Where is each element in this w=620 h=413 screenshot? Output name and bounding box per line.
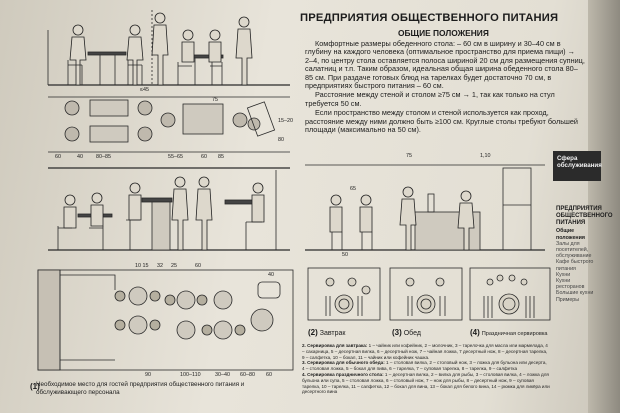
dim-label: 60 — [266, 372, 272, 378]
dim-label: 80 — [278, 137, 284, 143]
body-text: Комфортные размеры обеденного стола: – 6… — [305, 39, 585, 135]
section-tab[interactable]: Сфера обслуживания — [553, 151, 602, 181]
sidebar-item[interactable]: Кухни — [556, 271, 571, 278]
paragraph: Расстояние между стеной и столом ≥75 см … — [305, 90, 555, 108]
round-tables-plan-drawing — [37, 269, 294, 371]
sidebar-item[interactable]: Кухни ресторанов — [556, 278, 585, 291]
dim-label: 30–40 — [215, 372, 230, 378]
dim-label: 80–85 — [96, 154, 111, 160]
sidebar-nav: ПРЕДПРИЯТИЯ ОБЩЕСТВЕННОГО ПИТАНИЯ Общие … — [556, 206, 613, 303]
table-setting-plans — [307, 267, 551, 321]
caption-lunch: (3) Обед — [392, 328, 421, 337]
sidebar-heading: ПРЕДПРИЯТИЯ ОБЩЕСТВЕННОГО ПИТАНИЯ — [556, 206, 613, 226]
sidebar-item[interactable]: Примеры — [556, 296, 580, 303]
dim-label: 15–20 — [278, 118, 293, 124]
dim-label: 10 15 — [135, 263, 149, 269]
dim-label: 32 — [157, 263, 163, 269]
dim-label: 85 — [218, 154, 224, 160]
caption-breakfast: (2) Завтрак — [308, 328, 346, 337]
paragraph: Комфортные размеры обеденного стола: – 6… — [305, 39, 585, 91]
paragraph: Если пространство между столом и стеной … — [305, 108, 578, 135]
dim-label: 40 — [268, 272, 274, 278]
dim-label: 60–80 — [240, 372, 255, 378]
dim-label: 75 — [406, 153, 412, 159]
dim-label: 40 — [77, 154, 83, 160]
legend-text: 2. Сервировка для завтрака: 1 – чайник и… — [302, 343, 550, 395]
service-elevation-drawing — [305, 164, 545, 251]
dim-label: 60 — [55, 154, 61, 160]
dining-elevation-drawing — [47, 10, 290, 86]
dim-label: 100–110 — [180, 372, 201, 378]
dim-label: 50 — [342, 252, 348, 258]
dim-label: 65 — [350, 186, 356, 192]
sidebar-item[interactable]: Большие кухни — [556, 290, 594, 297]
figure-number: (1) — [30, 382, 40, 391]
dim-label: ≤45 — [140, 87, 149, 93]
dim-label: 60 — [195, 263, 201, 269]
dim-label: 90 — [145, 372, 151, 378]
caption-festive: (4) Праздничная сервировка — [470, 328, 548, 337]
sidebar-item[interactable]: Залы для посетителей, обслуживание — [556, 240, 592, 260]
dining-plan-drawing — [48, 96, 290, 153]
dim-label: 25 — [171, 263, 177, 269]
sidebar-item[interactable]: Кафе быстрого питания — [556, 259, 594, 272]
bar-elevation-drawing — [48, 167, 290, 251]
dim-label: 75 — [212, 97, 218, 103]
dim-label: 55–65 — [168, 154, 183, 160]
page-subtitle: ОБЩИЕ ПОЛОЖЕНИЯ — [398, 28, 489, 38]
page-fold-shadow — [588, 0, 620, 413]
figure-caption: Необходимое место для гостей предприятия… — [36, 381, 245, 396]
sidebar-current[interactable]: Общие положения — [556, 228, 585, 241]
dim-label: 60 — [201, 154, 207, 160]
dim-label: 1,10 — [480, 153, 491, 159]
page-title: ПРЕДПРИЯТИЯ ОБЩЕСТВЕННОГО ПИТАНИЯ — [300, 12, 559, 24]
